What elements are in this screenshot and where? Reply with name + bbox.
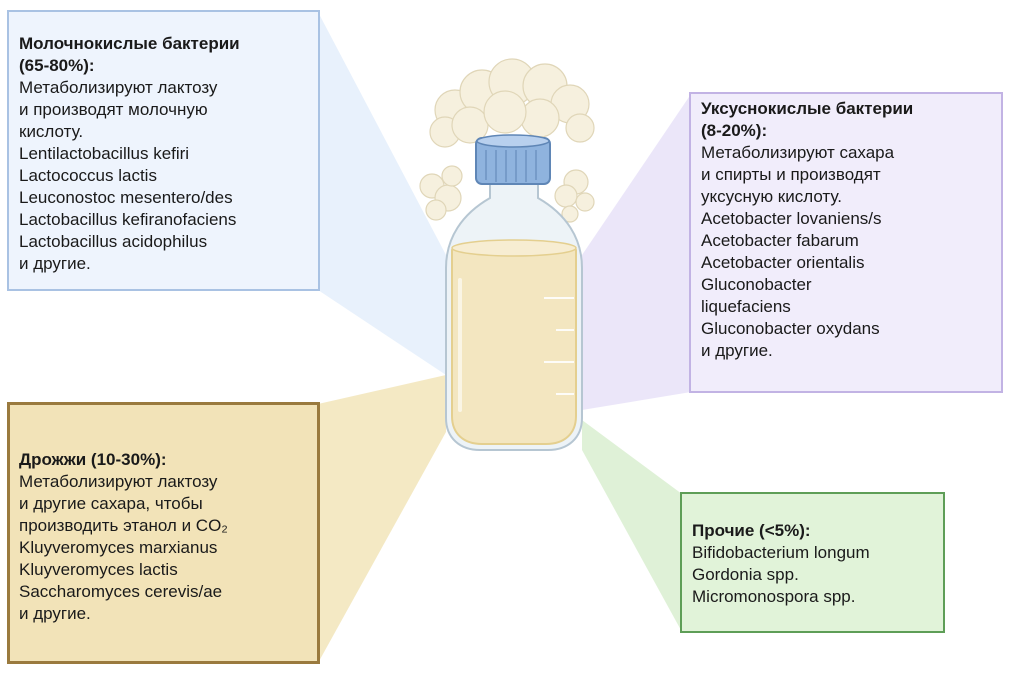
yeast-line: Saccharomyces cerevis/ae — [19, 582, 223, 601]
lactic-line: Lactococcus lactis — [19, 166, 157, 185]
acetic-line: Acetobacter fabarum — [701, 231, 859, 250]
acetic-title-line-1: Уксуснокислые бактерии — [701, 99, 914, 118]
lactic-line: Метаболизируют лактозу — [19, 78, 218, 97]
yeast-line: и другие. — [19, 604, 91, 623]
lactic-title-line-1: Молочнокислые бактерии — [19, 34, 240, 53]
yeast-line: Kluyveromyces marxianus — [19, 538, 218, 557]
acetic-bacteria-box: Уксуснокислые бактерии (8-20%): Метаболи… — [689, 92, 1003, 393]
lactic-line: и другие. — [19, 254, 91, 273]
other-line: Bifidobacterium longum — [692, 543, 870, 562]
beam-lactic — [318, 12, 446, 375]
acetic-line: Acetobacter lovaniens/s — [701, 209, 882, 228]
acetic-line: Acetobacter orientalis — [701, 253, 865, 272]
kefir-grains-icon — [419, 58, 595, 223]
lactic-line: кислоту. — [19, 122, 84, 141]
acetic-line: и другие. — [701, 341, 773, 360]
other-microbes-box: Прочие (<5%): Bifidobacterium longum Gor… — [680, 492, 945, 633]
beam-acetic — [582, 94, 691, 410]
acetic-title-line-2: (8-20%): — [701, 121, 768, 140]
kefir-bottle-icon — [445, 134, 583, 451]
lactic-line: Leuconostoc mesentero/des — [19, 188, 233, 207]
lactic-line: Lactobacillus kefiranofaciens — [19, 210, 237, 229]
lactic-line: и производят молочную — [19, 100, 208, 119]
acetic-line: Gluconobacter oxydans — [701, 319, 880, 338]
lactic-bacteria-box: Молочнокислые бактерии (65-80%): Метабол… — [7, 10, 320, 291]
lactic-line: Lactobacillus acidophilus — [19, 232, 208, 251]
yeast-title: Дрожжи (10-30%): — [19, 450, 167, 469]
acetic-line: и спирты и производят — [701, 165, 881, 184]
yeast-box: Дрожжи (10-30%): Метаболизируют лактозу … — [7, 402, 320, 664]
yeast-line: Метаболизируют лактозу — [19, 472, 218, 491]
yeast-line: и другие сахара, чтобы — [19, 494, 203, 513]
lactic-title-line-2: (65-80%): — [19, 56, 95, 75]
lactic-line: Lentilactobacillus kefiri — [19, 144, 190, 163]
acetic-line: Gluconobacter — [701, 275, 812, 294]
beam-yeast — [318, 375, 446, 663]
acetic-line: liquefaciens — [701, 297, 791, 316]
beam-other — [582, 420, 682, 632]
acetic-line: уксусную кислоту. — [701, 187, 842, 206]
yeast-line: Kluyveromyces lactis — [19, 560, 178, 579]
other-line: Gordonia spp. — [692, 565, 799, 584]
acetic-line: Метаболизируют сахара — [701, 143, 895, 162]
other-title: Прочие (<5%): — [692, 521, 811, 540]
other-line: Micromonospora spp. — [692, 587, 856, 606]
yeast-line: производить этанол и CO₂ — [19, 516, 228, 535]
